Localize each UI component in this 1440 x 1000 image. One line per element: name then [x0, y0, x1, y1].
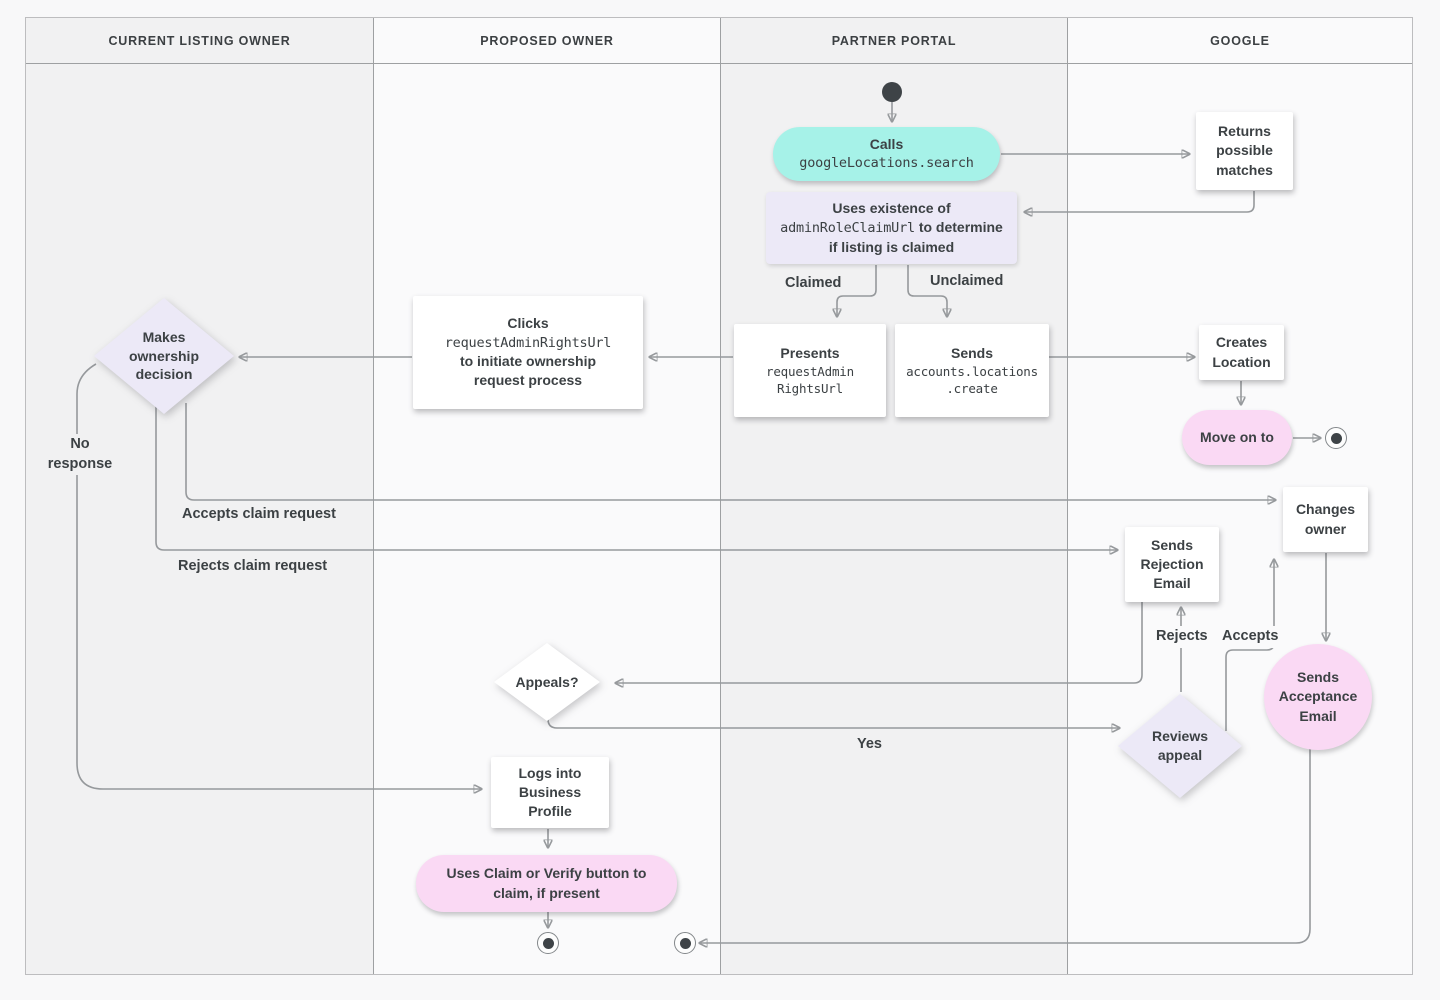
edge-label-unclaimed: Unclaimed: [926, 271, 1008, 293]
edge-acceptance-to-end: [700, 749, 1311, 943]
lane-header-google: GOOGLE: [1068, 18, 1412, 64]
node-presents-requestadminrightsurl: Presents requestAdmin RightsUrl: [734, 324, 886, 417]
end-node-create: [1325, 427, 1347, 449]
edge-rejects-claim: [155, 403, 1117, 550]
edge-label-claimed: Claimed: [781, 273, 846, 295]
end-node-dot: [542, 937, 554, 949]
node-label: Reviews appeal: [1151, 728, 1209, 763]
node-creates-location: Creates Location: [1199, 325, 1284, 380]
node-changes-owner: Changes owner: [1283, 487, 1368, 552]
edge-label-rejects: Rejects: [1152, 626, 1212, 648]
edge-label-no-response: No response: [36, 434, 124, 476]
node-code: requestAdminRightsUrl: [444, 334, 612, 351]
node-reviews-appeal: Reviews appeal: [1118, 694, 1242, 798]
node-title: Clicks: [507, 315, 549, 332]
node-label: Logs into Business Profile: [518, 764, 582, 820]
node-logs-into-business-profile: Logs into Business Profile: [491, 757, 609, 828]
node-returns-possible-matches: Returns possible matches: [1196, 112, 1293, 190]
node-text-pre: Uses existence of: [832, 199, 951, 216]
node-code: googleLocations.search: [799, 155, 974, 172]
end-node-dot: [679, 937, 691, 949]
end-node-claim: [537, 932, 559, 954]
node-title: Presents: [780, 344, 840, 361]
node-label: Makes ownership decision: [128, 328, 199, 383]
end-node-acceptance: [674, 932, 696, 954]
edge-no-response: [76, 363, 481, 789]
node-label: Creates Location: [1212, 334, 1271, 370]
lane-header-partner-portal: PARTNER PORTAL: [721, 18, 1067, 64]
edge-label-yes: Yes: [853, 734, 886, 756]
node-title: Sends: [950, 344, 993, 361]
node-label: Returns possible matches: [1216, 123, 1273, 178]
edge-rejection-to-appeals: [616, 602, 1143, 683]
lane-current-listing-owner: CURRENT LISTING OWNER: [26, 18, 373, 974]
node-label: Move on to: [1200, 428, 1274, 445]
node-uses-existence: Uses existence of adminRoleClaimUrl to d…: [766, 192, 1017, 264]
node-uses-claim-or-verify: Uses Claim or Verify button to claim, if…: [416, 855, 677, 912]
node-code-line1: requestAdmin: [766, 363, 854, 379]
node-code-line2: RightsUrl: [777, 381, 843, 397]
node-makes-ownership-decision: Makes ownership decision: [94, 298, 234, 414]
node-move-on-to: Move on to: [1182, 410, 1292, 465]
node-label: Uses Claim or Verify button to claim, if…: [446, 865, 647, 901]
end-node-dot: [1330, 432, 1342, 444]
node-sends-accounts-locations-create: Sends accounts.locations .create: [895, 324, 1049, 417]
lane-header-current-listing-owner: CURRENT LISTING OWNER: [26, 18, 373, 64]
node-text-post: to determine if listing is claimed: [828, 219, 1003, 255]
node-label: Appeals?: [515, 673, 579, 690]
edge-uses-unclaimed: [907, 265, 947, 316]
edge-uses-claimed: [837, 265, 877, 316]
edge-label-accepts-claim-request: Accepts claim request: [178, 504, 340, 526]
node-sends-acceptance-email: Sends Acceptance Email: [1264, 644, 1372, 750]
node-label: Changes owner: [1295, 501, 1356, 537]
node-sends-rejection-email: Sends Rejection Email: [1125, 527, 1219, 602]
edge-label-accepts: Accepts: [1218, 626, 1283, 648]
node-label: Sends Rejection Email: [1140, 536, 1204, 592]
node-code-line1: accounts.locations: [906, 363, 1038, 379]
lane-header-proposed-owner: PROPOSED OWNER: [374, 18, 720, 64]
node-title: Calls: [869, 136, 904, 153]
edge-returns-to-uses: [1025, 191, 1255, 212]
edge-appeals-yes-to-reviews: [547, 718, 1119, 728]
edge-accepts-claim: [185, 403, 1275, 500]
node-clicks-requestadminrightsurl: Clicks requestAdminRightsUrl to initiate…: [413, 296, 643, 409]
node-calls-googlelocations-search: Calls googleLocations.search: [773, 127, 1000, 181]
node-code-line2: .create: [946, 381, 998, 397]
node-appeals-decision: Appeals?: [494, 643, 600, 721]
node-text-post: to initiate ownership request process: [459, 353, 597, 389]
start-node: [882, 82, 902, 102]
node-code: adminRoleClaimUrl: [780, 220, 915, 237]
node-label: Sends Acceptance Email: [1278, 669, 1358, 724]
edge-label-rejects-claim-request: Rejects claim request: [174, 556, 332, 578]
